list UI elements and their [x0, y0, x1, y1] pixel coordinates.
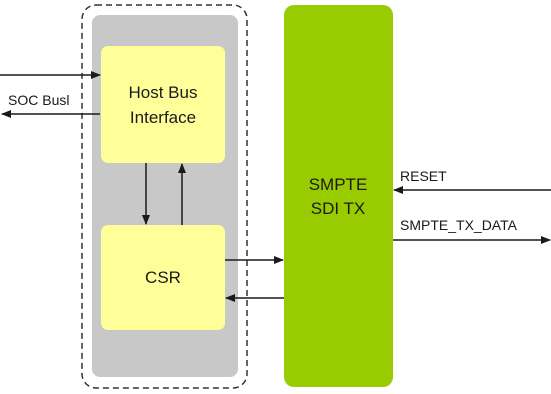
smpte-sdi-tx-label-line2: SDI TX — [311, 199, 365, 218]
reset-label: RESET — [400, 168, 447, 184]
csr-label: CSR — [145, 268, 181, 287]
host-bus-interface-label-line1: Host Bus — [129, 83, 198, 102]
host-bus-interface-block — [101, 46, 225, 163]
host-bus-interface-label-line2: Interface — [130, 108, 196, 127]
soc-bus-label: SOC Busl — [8, 92, 69, 108]
smpte-sdi-tx-label-line1: SMPTE — [309, 175, 368, 194]
smpte-tx-data-label: SMPTE_TX_DATA — [400, 217, 518, 233]
csr-block — [101, 225, 225, 330]
dashed-boundary — [81, 4, 248, 389]
smpte-sdi-tx-block — [284, 5, 393, 387]
